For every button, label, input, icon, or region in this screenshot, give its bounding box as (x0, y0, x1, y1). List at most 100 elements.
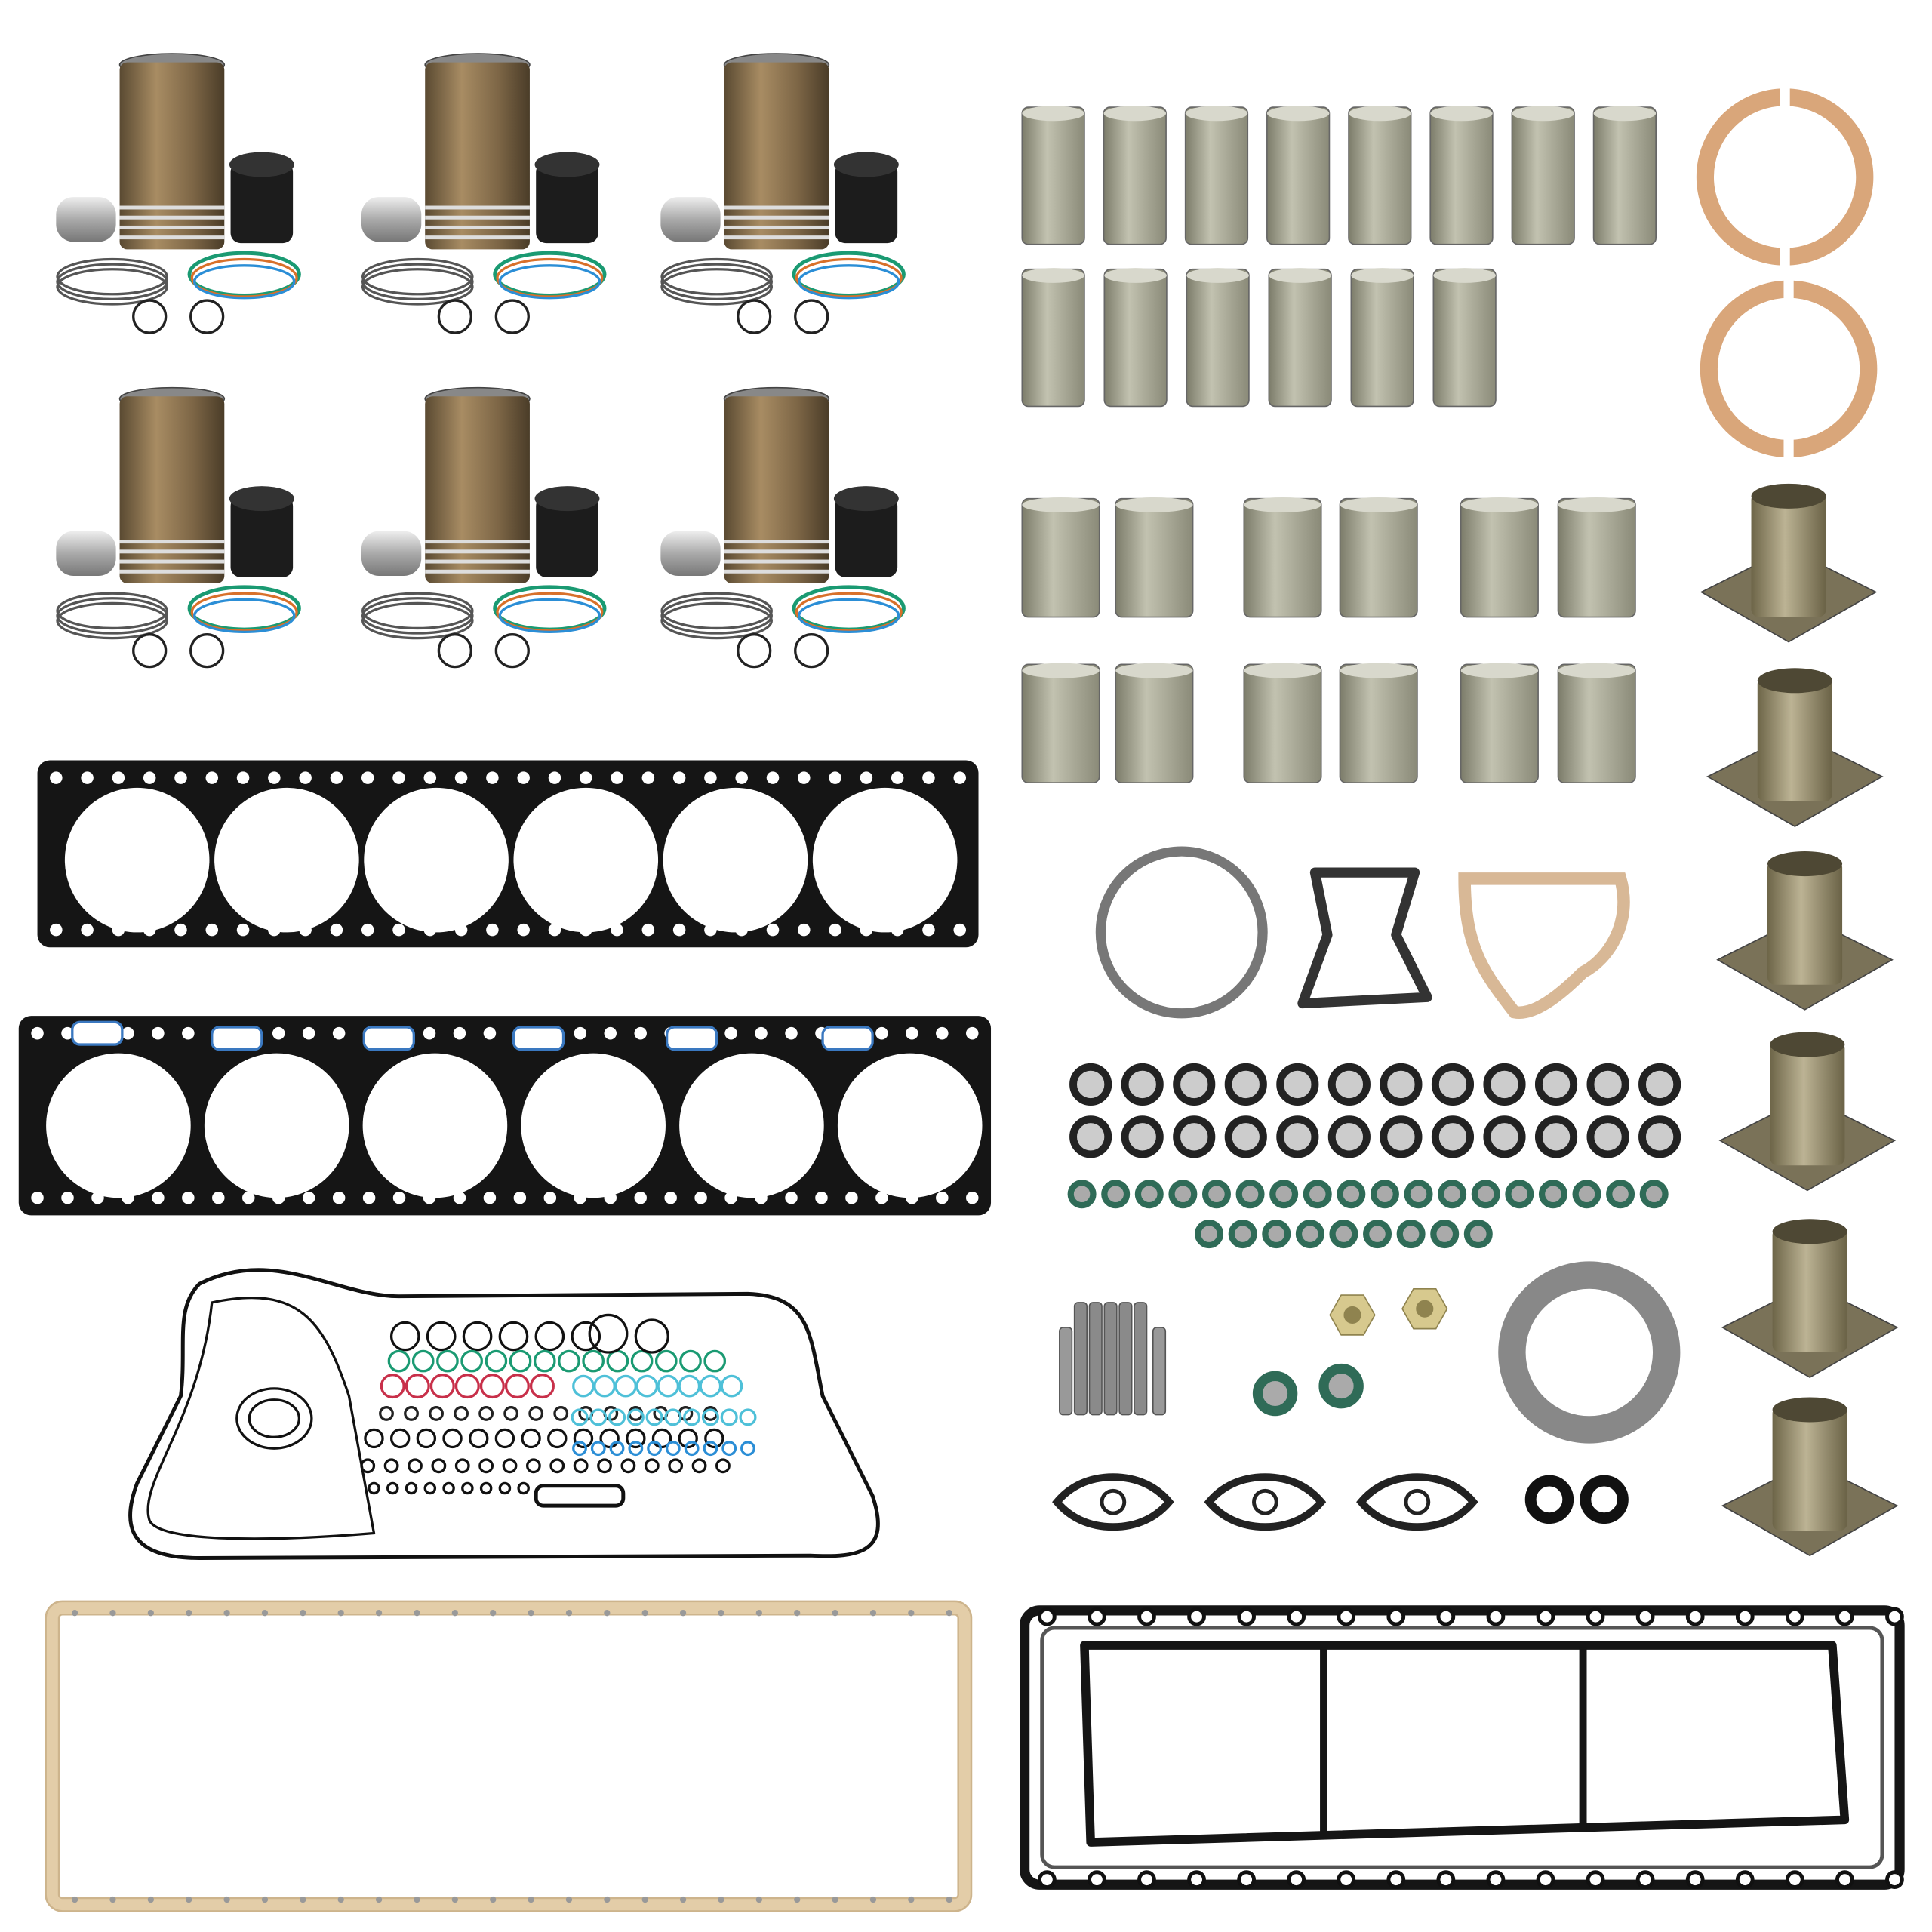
o-ring (588, 1313, 629, 1354)
o-ring (380, 1374, 405, 1399)
seal-ring (1534, 1115, 1578, 1158)
o-ring (454, 1374, 480, 1399)
bolt-hole (330, 923, 343, 937)
coolant-port (821, 1026, 874, 1051)
o-ring (678, 1428, 698, 1449)
bearing-body (1339, 663, 1418, 784)
valve-stem-seal (1329, 1220, 1358, 1249)
bolt-hole (936, 1191, 949, 1204)
bearing-body (1557, 663, 1636, 784)
seal-ring (1327, 1115, 1371, 1158)
piston-ring (660, 268, 773, 306)
valve-stem-seal (1430, 1220, 1460, 1249)
o-ring (494, 1428, 515, 1449)
valve-stem-seal (1463, 1220, 1493, 1249)
piston-pin (361, 196, 422, 242)
piston-crown (229, 152, 294, 177)
bolt-hole (832, 1610, 838, 1617)
bolt-hole (272, 1191, 285, 1204)
valve-stem-seal (1235, 1180, 1265, 1209)
sleeve-tube (1757, 676, 1832, 801)
bolt-hole (212, 1191, 225, 1204)
washer-gap (1780, 245, 1790, 271)
bolt-hole (869, 1896, 877, 1903)
bearing-body (1184, 106, 1249, 245)
bolt-hole (829, 923, 841, 937)
bolt-hole (517, 771, 530, 784)
bearing-shell (1592, 106, 1657, 245)
bolt-hole (143, 923, 156, 937)
bolt-hole (223, 1896, 230, 1903)
o-ring (460, 1349, 483, 1373)
sleeve-tube (1751, 492, 1826, 617)
cylinder-bore (679, 1053, 824, 1198)
valve-stem-seal (1471, 1180, 1500, 1209)
cylinder-liner-kit (56, 53, 301, 334)
bolt-hole (604, 1191, 617, 1204)
o-ring (626, 1428, 646, 1449)
o-ring (454, 1458, 470, 1474)
bolt-hole (261, 1896, 269, 1903)
exhaust-gasket (1204, 1473, 1327, 1531)
bolt-hole (679, 1610, 687, 1617)
bearing-edge (1430, 106, 1493, 122)
o-ring (521, 1428, 541, 1449)
bolt-hole (755, 1896, 762, 1903)
o-ring (664, 1408, 682, 1426)
bolt-hole (798, 923, 811, 937)
bearing-edge (1022, 268, 1084, 283)
sleeve-tube (1772, 1406, 1847, 1531)
o-ring (715, 1458, 731, 1474)
bolt-hole (205, 923, 219, 937)
o-ring (597, 1458, 612, 1474)
gasket-frame (45, 1600, 973, 1912)
bolt-hole (332, 1026, 346, 1040)
snap-ring (737, 633, 772, 669)
valve-stem-seal (1606, 1180, 1635, 1209)
bolt-hole (785, 1026, 798, 1040)
bearing-edge (1244, 497, 1321, 512)
piston (835, 162, 898, 244)
bearing-shell (1103, 106, 1167, 245)
bolt-hole (875, 1026, 888, 1040)
bolt-hole (548, 771, 561, 784)
o-ring (485, 1349, 508, 1373)
flange-gasket (1498, 1261, 1681, 1444)
bearing-body (1021, 268, 1085, 408)
bearing-shell (1557, 663, 1636, 784)
bearing-body (1348, 106, 1412, 245)
piston-ring (361, 257, 474, 296)
bolt-hole (490, 1610, 497, 1617)
bolt-hole (679, 1896, 687, 1903)
bearing-shell (1429, 106, 1494, 245)
snap-ring (737, 299, 772, 334)
liner-groove (425, 549, 530, 554)
round-gasket (1095, 846, 1268, 1019)
o-ring (647, 1441, 663, 1457)
bolt-hole (604, 1610, 611, 1617)
bolt-hole (1237, 1607, 1256, 1626)
bearing-shell (1115, 663, 1194, 784)
seal-ring (498, 264, 601, 300)
cylinder-head-gasket (37, 760, 979, 948)
studs (1059, 1302, 1167, 1416)
valve-stem-seal (1538, 1180, 1567, 1209)
bolt-hole (785, 1191, 798, 1204)
piston-ring (660, 592, 773, 630)
bearing-body (1115, 663, 1194, 784)
seal-ring (498, 598, 601, 634)
bolt-hole (337, 1610, 344, 1617)
bolt-hole (423, 1026, 436, 1040)
cylinder-bore (214, 787, 359, 933)
bolt-hole (580, 771, 592, 784)
seal-ring (192, 598, 296, 634)
bolt-hole (361, 771, 374, 784)
bolt-hole (362, 1191, 376, 1204)
valve-stem-seal (1438, 1180, 1467, 1209)
bolt-hole (423, 1191, 436, 1204)
o-ring (504, 1374, 530, 1399)
bolt-hole (186, 1610, 192, 1617)
snap-ring (132, 299, 168, 334)
piston (230, 496, 294, 577)
bolt-hole (302, 1191, 315, 1204)
